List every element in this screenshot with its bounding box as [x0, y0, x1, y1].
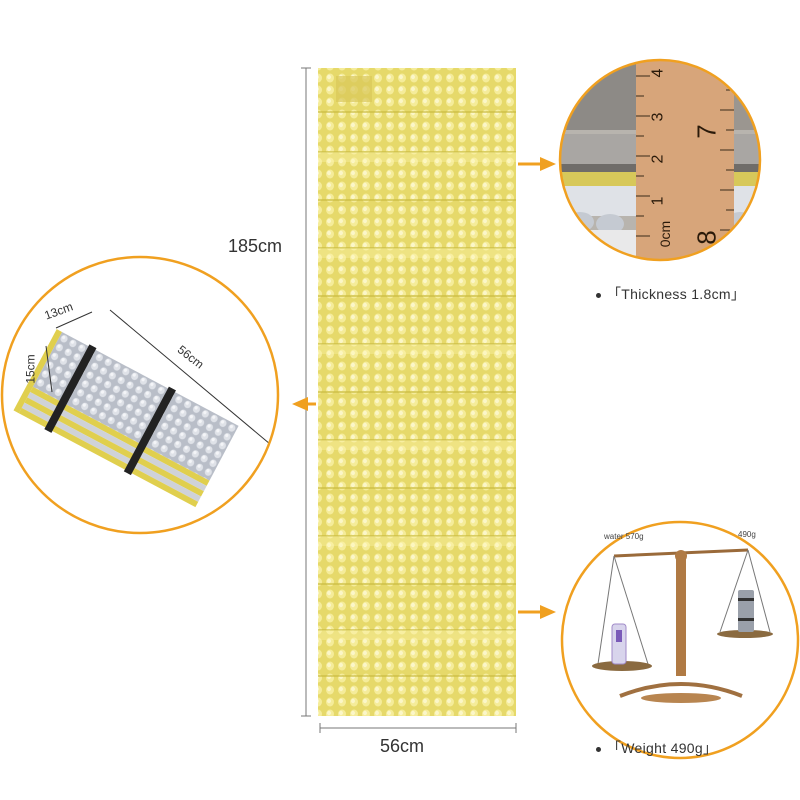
width-dimension-line — [319, 723, 517, 733]
arrow-right-icon — [518, 157, 556, 171]
feature-weight: 「Weight 490g」 — [596, 738, 717, 758]
ruler-number: 4 — [649, 68, 667, 78]
feature-thickness-label: 「Thickness 1.8cm」 — [607, 286, 746, 302]
feature-weight-label: 「Weight 490g」 — [607, 740, 718, 756]
folded-mat-circle — [0, 255, 280, 535]
folded-height-label: 15cm — [23, 354, 38, 384]
ruler-number: 1 — [649, 196, 667, 206]
bullet-icon — [596, 292, 601, 298]
length-dimension-label: 185cm — [228, 236, 283, 256]
ruler-number: 2 — [649, 154, 667, 164]
feature-thickness: 「Thickness 1.8cm」 — [596, 284, 745, 304]
ruler-number: 3 — [649, 112, 667, 122]
weight-scale-circle — [560, 520, 800, 760]
brand-logo-patch — [336, 76, 372, 102]
arrow-right-icon — [518, 605, 556, 619]
bullet-icon — [596, 746, 601, 752]
scale-right-label: 490g — [738, 530, 756, 539]
ruler-number: 7 — [691, 124, 722, 139]
length-dimension-line — [301, 67, 311, 717]
ruler-number: 8 — [691, 230, 722, 245]
arrow-left-icon — [292, 397, 316, 411]
scale-left-label: water 570g — [604, 532, 644, 541]
width-dimension-label: 56cm — [380, 736, 425, 756]
ruler-number: 0cm — [657, 220, 674, 248]
sleeping-mat — [318, 68, 516, 716]
